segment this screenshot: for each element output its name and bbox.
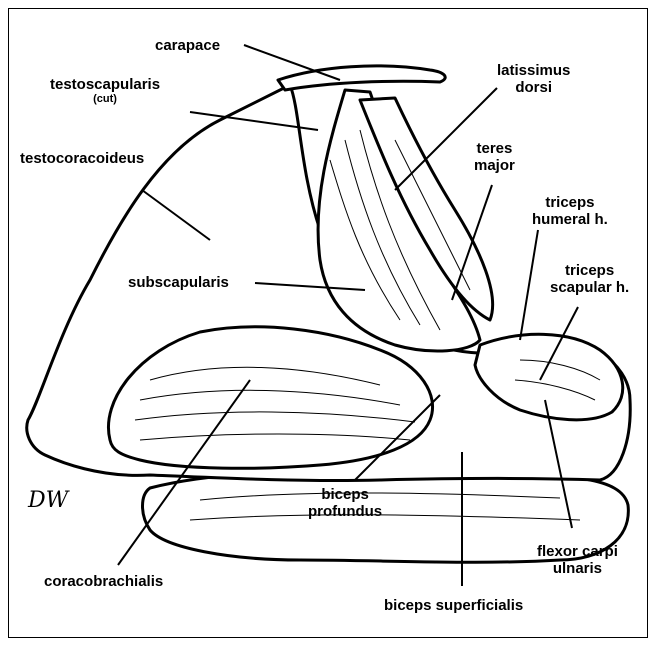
label-carapace: carapace bbox=[155, 37, 220, 54]
label-flexor-line1: flexor carpi bbox=[537, 543, 618, 560]
label-triceps-scapular-line1: triceps bbox=[550, 262, 629, 279]
label-biceps-superficialis: biceps superficialis bbox=[384, 597, 523, 614]
label-subscapularis: subscapularis bbox=[128, 274, 229, 291]
label-coracobrachialis: coracobrachialis bbox=[44, 573, 163, 590]
label-testoscapularis-name: testoscapularis bbox=[50, 76, 160, 93]
label-biceps-profundus-line1: biceps bbox=[308, 486, 382, 503]
carapace-edge bbox=[278, 66, 445, 90]
label-latissimus-line1: latissimus bbox=[497, 62, 570, 79]
label-triceps-humeral-line1: triceps bbox=[532, 194, 608, 211]
label-flexor-carpi-ulnaris: flexor carpi ulnaris bbox=[537, 543, 618, 577]
label-teres-line1: teres bbox=[474, 140, 515, 157]
label-testocoracoideus: testocoracoideus bbox=[20, 150, 144, 167]
label-triceps-humeral-head: triceps humeral h. bbox=[532, 194, 608, 228]
label-flexor-line2: ulnaris bbox=[537, 560, 618, 577]
label-teres-line2: major bbox=[474, 157, 515, 174]
label-testoscapularis: testoscapularis (cut) bbox=[50, 76, 160, 106]
label-testoscapularis-note: (cut) bbox=[50, 93, 160, 106]
label-triceps-scapular-line2: scapular h. bbox=[550, 279, 629, 296]
label-biceps-profundus-line2: profundus bbox=[308, 503, 382, 520]
label-triceps-humeral-line2: humeral h. bbox=[532, 211, 608, 228]
label-latissimus-line2: dorsi bbox=[497, 79, 570, 96]
label-triceps-scapular-head: triceps scapular h. bbox=[550, 262, 629, 296]
label-biceps-profundus: biceps profundus bbox=[308, 486, 382, 520]
artist-signature: DW bbox=[28, 488, 68, 513]
label-teres-major: teres major bbox=[474, 140, 515, 174]
label-latissimus-dorsi: latissimus dorsi bbox=[497, 62, 570, 96]
